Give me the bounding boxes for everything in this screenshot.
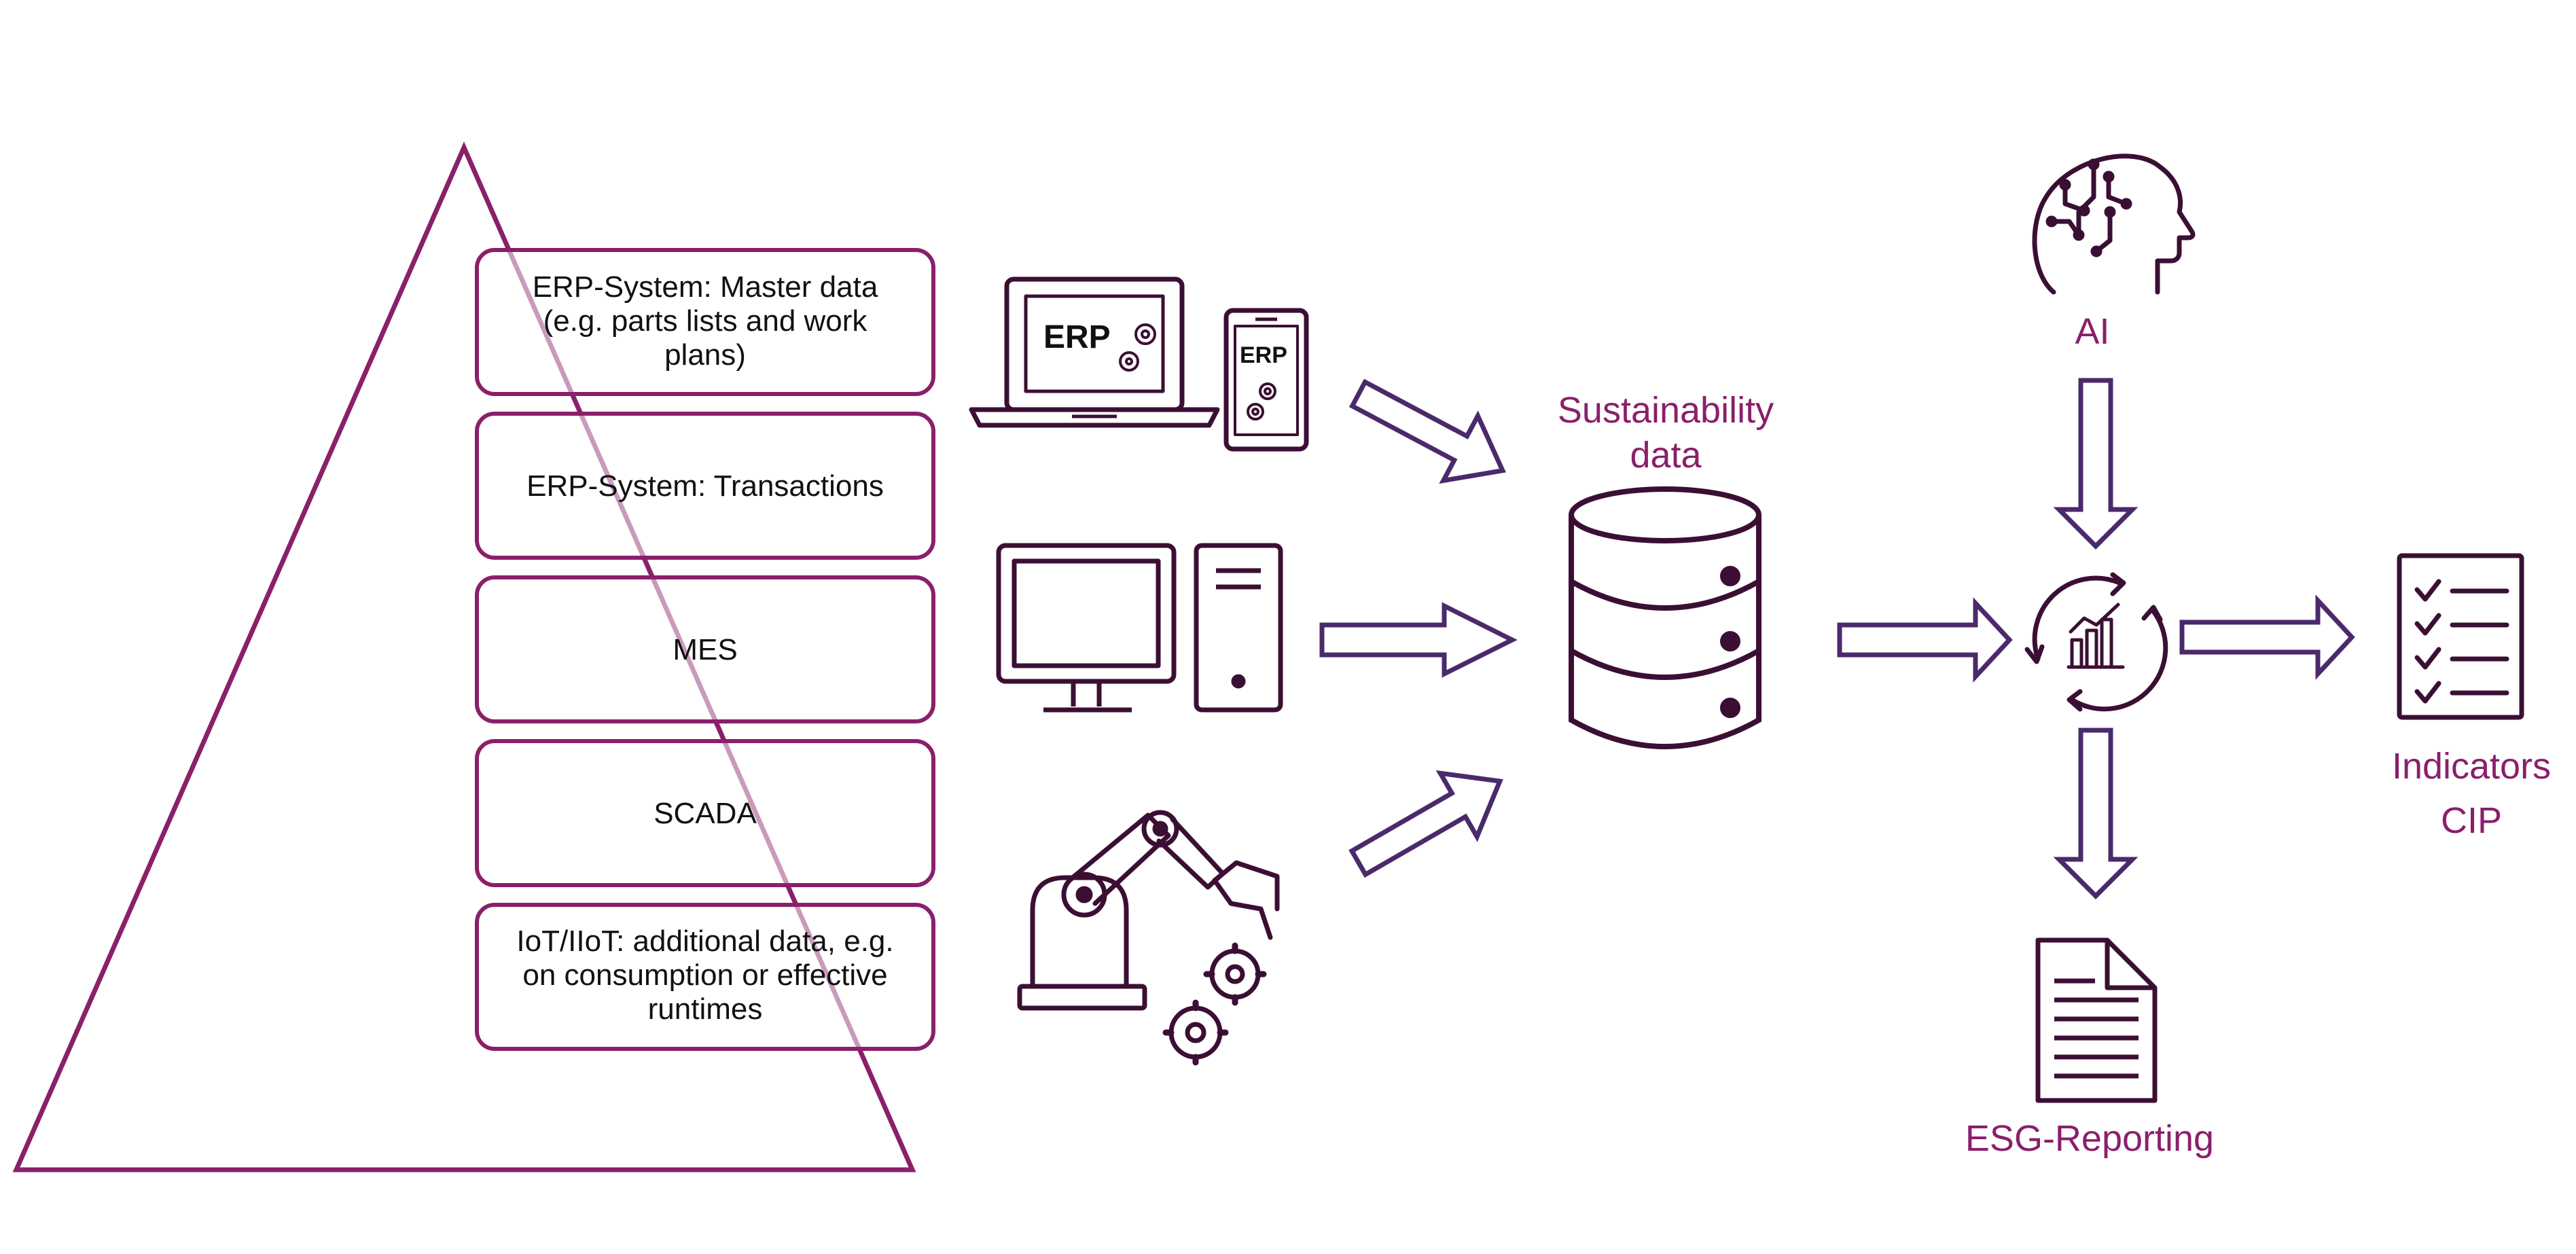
- arrow-desktop-to-database: [1319, 602, 1518, 678]
- layer-erp-transactions: ERP-System: Transactions: [475, 412, 935, 560]
- database-icon: [1569, 486, 1761, 749]
- arrow-laptop-to-database: [1348, 378, 1506, 484]
- layer-box: [475, 739, 935, 887]
- flow-arrows: [1319, 378, 2355, 899]
- arrow-analytics-to-esg: [2053, 728, 2139, 899]
- layer-text-line: SCADA: [654, 797, 757, 830]
- arrow-analytics-to-indicators: [2179, 594, 2355, 680]
- gear-icon: [1168, 948, 1261, 1060]
- ai-label: AI: [2075, 311, 2109, 352]
- bar-chart-icon: [2067, 603, 2125, 669]
- report-document-icon: [2035, 937, 2158, 1103]
- layer-iot-iiot: IoT/IIoT: additional data, e.g. on consu…: [475, 903, 935, 1051]
- layer-text-line: runtimes: [648, 992, 763, 1026]
- layer-box: [475, 903, 935, 1051]
- sustainability-title-line: data: [1630, 435, 1702, 476]
- laptop-erp-label: ERP: [1043, 319, 1111, 355]
- checklist-icon: [2397, 553, 2524, 720]
- layer-erp-master-data: ERP-System: Master data (e.g. parts list…: [475, 248, 935, 396]
- gear-icon: [1119, 323, 1156, 372]
- arrow-ai-to-analytics: [2053, 378, 2139, 550]
- arrow-database-to-analytics: [1837, 597, 2013, 683]
- layer-box: [475, 248, 935, 396]
- layer-box: [475, 575, 935, 723]
- cip-label: CIP: [2441, 800, 2502, 841]
- layer-text-line: MES: [673, 633, 737, 666]
- layer-box: [475, 412, 935, 560]
- indicators-label: Indicators: [2392, 746, 2551, 787]
- layer-scada: SCADA: [475, 739, 935, 887]
- analytics-cycle-icon: [2024, 572, 2168, 712]
- layer-text-line: (e.g. parts lists and work: [543, 304, 868, 338]
- laptop-icon: ERP: [969, 276, 1220, 428]
- layer-text-line: on consumption or effective: [522, 959, 887, 992]
- layer-text-line: IoT/IIoT: additional data, e.g.: [516, 925, 893, 958]
- gear-icon: [1247, 382, 1276, 420]
- esg-reporting-label: ESG-Reporting: [1965, 1118, 2214, 1159]
- sustainability-title-line: Sustainability: [1558, 390, 1774, 431]
- arrow-robot-to-database: [1348, 770, 1503, 878]
- desktop-computer-icon: [996, 543, 1283, 713]
- layer-stack: ERP-System: Master data (e.g. parts list…: [475, 248, 935, 1051]
- ai-head-icon: [2032, 154, 2196, 295]
- sustainability-data-label: Sustainability data: [1558, 390, 1774, 476]
- layer-text-line: ERP-System: Master data: [533, 270, 878, 304]
- phone-erp-label: ERP: [1240, 342, 1287, 368]
- layer-mes: MES: [475, 575, 935, 723]
- layer-text-line: plans): [664, 338, 746, 372]
- robot-arm-icon: [1017, 810, 1280, 1066]
- layer-text-line: ERP-System: Transactions: [526, 469, 884, 503]
- smartphone-icon: ERP: [1223, 308, 1309, 452]
